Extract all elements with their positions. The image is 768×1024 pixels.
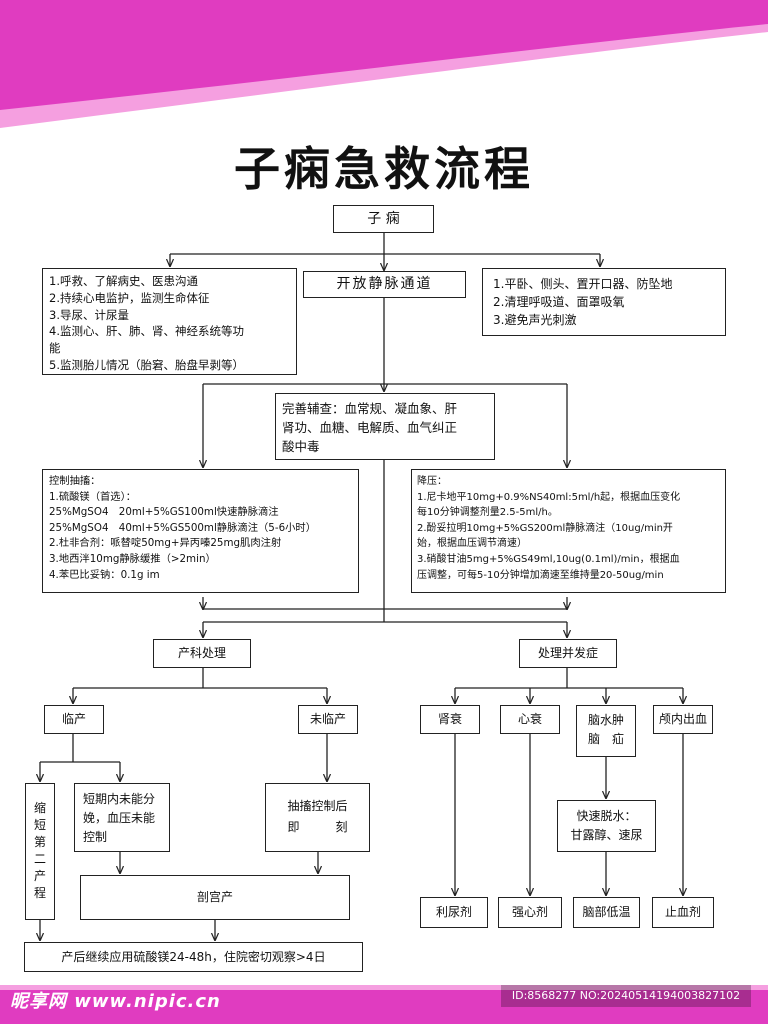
box-line: 2.杜非合剂：哌替啶50mg+异丙嗪25mg肌肉注射 [49,537,282,550]
box-line: 未临产 [309,712,346,726]
top-wave-decoration [0,0,768,128]
seizure-control-box: 控制抽搐： 1.硫酸镁（首选）： 25%MgSO4 20ml+5%GS100ml快速… [42,469,359,593]
box-line: 每10分钟调整剂量2.5-5ml/h。 [417,507,558,519]
iv-access-box: 开放静脉通道 [303,271,466,298]
box-line: 快速脱水： [576,809,637,823]
box-line: 短 [33,818,46,832]
box-line: 3.硝酸甘油5mg+5%GS49ml,10ug(0.1ml)/min，根据血 [417,553,680,565]
diuretic-box: 利尿剂 [420,897,488,928]
cardiotonic-box: 强心剂 [498,897,562,928]
box-line: 1.平卧、侧头、置开口器、防坠地 [493,277,673,291]
box-line: 能 [49,341,61,356]
box-line: 始，根据血压调节滴速） [417,538,527,550]
box-line: 3.地西泮10mg静脉缓推（>2min） [49,552,216,565]
renal-failure-box: 肾衰 [420,705,480,734]
obstetric-box: 产科处理 [153,639,251,668]
box-line: 开放静脉通道 [336,276,433,292]
box-line: 脑部低温 [582,905,631,919]
box-line: 1.硫酸镁（首选）： [49,490,137,503]
no-delivery-box: 短期内未能分娩，血压未能控制 [74,783,170,852]
box-line: 止血剂 [664,905,701,919]
box-line: 颅内出血 [658,712,707,726]
box-line: 25%MgSO4 40ml+5%GS500ml静脉滴注（5-6小时） [49,521,317,534]
not-labor-box: 未临产 [298,705,358,734]
box-line: 娩，血压未能 [83,811,156,825]
box-line: 心衰 [517,712,542,726]
box-line: 1.呼救、了解病史、医患沟通 [49,274,198,288]
box-line: 4.监测心、肝、肺、肾、神经系统等功 [49,324,244,339]
box-line: 即 刻 [287,820,348,834]
box-line: 第 [33,835,46,849]
box-line: 2.清理呼吸道、面罩吸氧 [493,295,625,309]
left-care-box: 1.呼救、了解病史、医患沟通 2.持续心电监护，监测生命体征 3.导尿、计尿量 4.监… [42,268,297,375]
box-line: 利尿剂 [435,905,472,919]
page-title: 子痫急救流程 [234,142,534,196]
box-line: 肾衰 [437,712,462,726]
brain-hypothermia-box: 脑部低温 [573,897,640,928]
box-line: 短期内未能分 [83,792,156,806]
cesarean-box: 剖宫产 [80,875,350,920]
box-line: 二 [33,852,46,866]
root-box-eclampsia: 子 痫 [333,205,434,233]
box-line: 1.尼卡地平10mg+0.9%NS40ml:5ml/h起，根据血压变化 [417,491,681,503]
box-line: 强心剂 [511,905,548,919]
box-line: 压调整，可每5-10分钟增加滴速至维持量20-50ug/min [417,569,664,581]
box-line: 剖宫产 [196,890,233,904]
brain-edema-box: 脑水肿脑 疝 [576,705,636,757]
after-control-box: 抽搐控制后即 刻 [265,783,370,852]
complications-box: 处理并发症 [519,639,617,668]
box-line: 脑 疝 [587,732,624,746]
box-line: 抽搐控制后 [287,799,348,813]
box-line: 控制 [83,830,108,844]
intracranial-hemorrhage-box: 颅内出血 [653,705,713,734]
box-line: 肾功、血糖、电解质、血气纠正 [282,420,458,435]
bp-control-box: 降压： 1.尼卡地平10mg+0.9%NS40ml:5ml/h起，根据血压变化每1… [411,469,726,593]
box-line: 缩 [33,801,46,815]
box-line: 酸中毒 [282,439,320,454]
shorten-second-stage-box: 缩短第二产程 [25,783,55,920]
box-line: 处理并发症 [537,646,598,660]
box-line: 完善辅查：血常规、凝血象、肝 [282,401,458,416]
labor-box: 临产 [44,705,104,734]
box-line: 3.导尿、计尿量 [49,307,129,322]
exams-box: 完善辅查：血常规、凝血象、肝肾功、血糖、电解质、血气纠正酸中毒 [275,393,495,460]
box-line: 脑水肿 [587,713,624,727]
box-line: 子 痫 [367,211,400,227]
postpartum-box: 产后继续应用硫酸镁24-48h，住院密切观察>4日 [24,942,363,972]
box-line: 2.酚妥拉明10mg+5%GS200ml静脉滴注（10ug/min开 [417,522,673,534]
box-line: 2.持续心电监护，监测生命体征 [49,290,210,305]
box-line: 甘露醇、速尿 [570,828,643,842]
box-line: 程 [33,886,46,900]
bottom-band-decoration [0,985,768,1024]
watermark-id: ID:8568277 NO:20240514194003827102 [501,985,751,1007]
box-line: 5.监测胎儿情况（胎窘、胎盘早剥等） [49,357,244,372]
box-line: 3.避免声光刺激 [493,313,577,327]
heart-failure-box: 心衰 [500,705,560,734]
dehydration-box: 快速脱水： 甘露醇、速尿 [557,800,656,852]
watermark-site: 昵享网 www.nipic.cn [10,991,221,1012]
right-care-box: 1.平卧、侧头、置开口器、防坠地 2.清理呼吸道、面罩吸氧 3.避免声光刺激 [482,268,726,336]
box-line: 控制抽搐： [49,475,101,487]
box-line: 产 [33,869,46,883]
hemostatic-box: 止血剂 [652,897,714,928]
box-line: 产科处理 [177,646,226,660]
box-line: 临产 [61,712,86,726]
box-line: 产后继续应用硫酸镁24-48h，住院密切观察>4日 [61,950,326,964]
box-line: 4.苯巴比妥钠：0.1g im [49,568,160,581]
box-line: 25%MgSO4 20ml+5%GS100ml快速静脉滴注 [49,506,279,519]
box-line: 降压： [417,476,447,487]
